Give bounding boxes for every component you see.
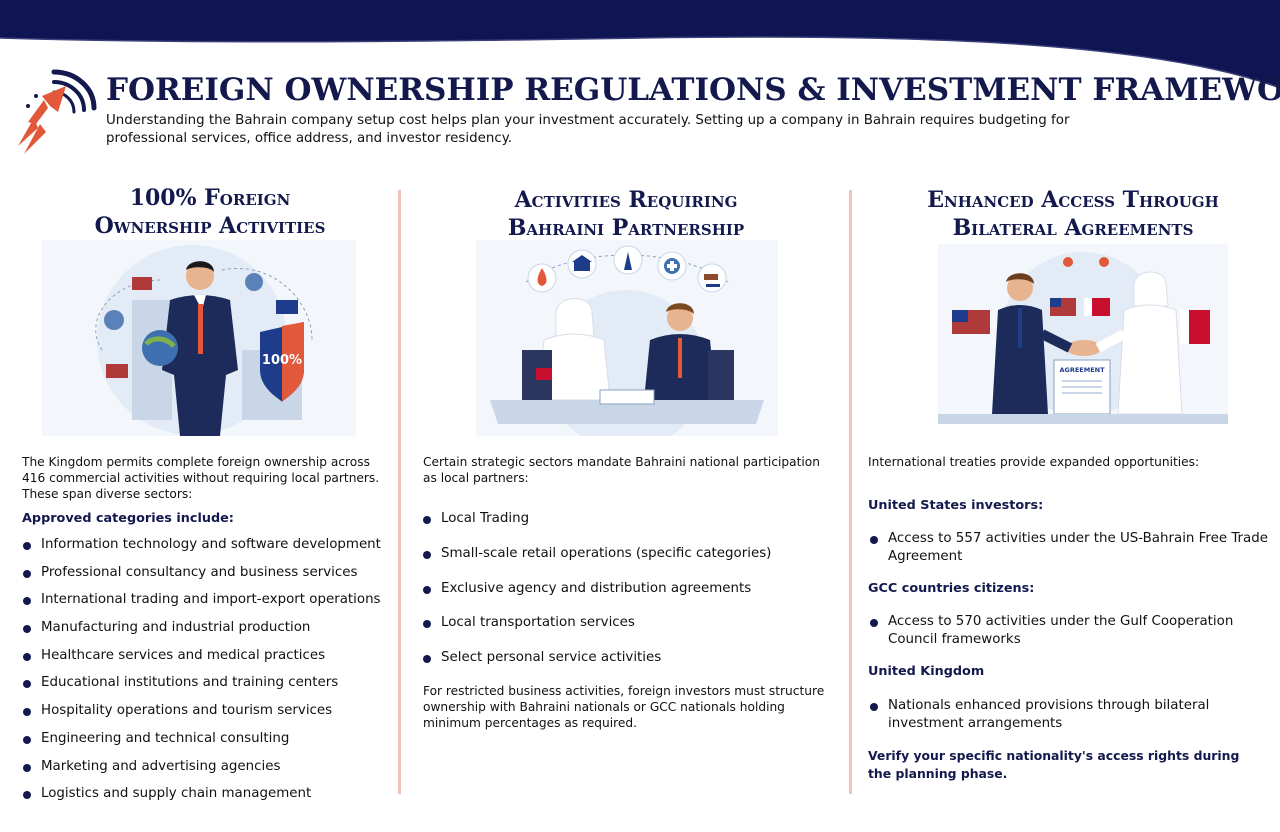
medical-icon bbox=[657, 251, 687, 281]
list-item: Select personal service activities bbox=[423, 649, 821, 684]
list-item: Engineering and technical consulting bbox=[23, 730, 391, 758]
globe-icon bbox=[104, 310, 124, 330]
header-wave-band bbox=[0, 0, 1280, 89]
gavel-icon bbox=[697, 263, 727, 293]
bilateral-agreement-illustration: AGREEMENT bbox=[938, 244, 1228, 424]
verification-note: Verify your specific nationality's acces… bbox=[868, 748, 1240, 781]
list-item: International trading and import-export … bbox=[23, 591, 391, 619]
list-item: Local Trading bbox=[423, 510, 821, 545]
list-item: Healthcare services and medical practice… bbox=[23, 647, 391, 675]
bank-icon bbox=[567, 249, 597, 279]
list-item: Information technology and software deve… bbox=[23, 536, 391, 564]
column-2-footer: For restricted business activities, fore… bbox=[423, 684, 825, 730]
location-pin-icon bbox=[1063, 257, 1073, 267]
list-item: Manufacturing and industrial production bbox=[23, 619, 391, 647]
approved-categories-list: Information technology and software deve… bbox=[23, 536, 391, 813]
rocket-logo-icon bbox=[18, 69, 97, 154]
list-item: Marketing and advertising agencies bbox=[23, 758, 391, 786]
page-title: FOREIGN OWNERSHIP REGULATIONS & INVESTME… bbox=[106, 72, 1280, 108]
column-1-subheading: Approved categories include: bbox=[22, 511, 234, 526]
group-heading-uk: United Kingdom bbox=[868, 664, 985, 679]
column-1-intro: The Kingdom permits complete foreign own… bbox=[22, 455, 380, 501]
column-divider bbox=[398, 190, 401, 794]
group-heading-gcc: GCC countries citizens: bbox=[868, 581, 1035, 596]
column-3-intro: International treaties provide expanded … bbox=[868, 455, 1200, 469]
list-item: Exclusive agency and distribution agreem… bbox=[423, 580, 821, 615]
list-item: Access to 557 activities under the US-Ba… bbox=[870, 530, 1270, 566]
column-3-title: Enhanced Access Through Bilateral Agreem… bbox=[927, 187, 1219, 241]
shield-icon bbox=[260, 322, 304, 402]
column-2-intro: Certain strategic sectors mandate Bahrai… bbox=[423, 455, 820, 485]
partnership-illustration bbox=[476, 240, 778, 436]
list-item: Logistics and supply chain management bbox=[23, 785, 391, 813]
list-item: Small-scale retail operations (specific … bbox=[423, 545, 821, 580]
list-item: Educational institutions and training ce… bbox=[23, 674, 391, 702]
column-1-title: 100% Foreign Ownership Activities bbox=[94, 185, 326, 239]
list-item: Professional consultancy and business se… bbox=[23, 564, 391, 592]
foreign-ownership-illustration: 100% bbox=[42, 240, 356, 436]
group-heading-us: United States investors: bbox=[868, 498, 1044, 513]
handshake-icon bbox=[1066, 340, 1102, 356]
page-intro: Understanding the Bahrain company setup … bbox=[106, 113, 1070, 146]
tower-icon bbox=[613, 245, 643, 275]
list-item: Hospitality operations and tourism servi… bbox=[23, 702, 391, 730]
ownership-badge-label: 100% bbox=[262, 353, 302, 368]
oil-drop-icon bbox=[527, 263, 557, 293]
agreement-doc-label: AGREEMENT bbox=[1059, 366, 1105, 374]
list-item: Nationals enhanced provisions through bi… bbox=[870, 697, 1270, 733]
column-2-title: Activities Requiring Bahraini Partnershi… bbox=[507, 187, 745, 241]
list-item: Access to 570 activities under the Gulf … bbox=[870, 613, 1270, 649]
column-divider bbox=[849, 190, 852, 794]
restricted-activities-list: Local Trading Small-scale retail operati… bbox=[423, 510, 821, 684]
list-item: Local transportation services bbox=[423, 614, 821, 649]
